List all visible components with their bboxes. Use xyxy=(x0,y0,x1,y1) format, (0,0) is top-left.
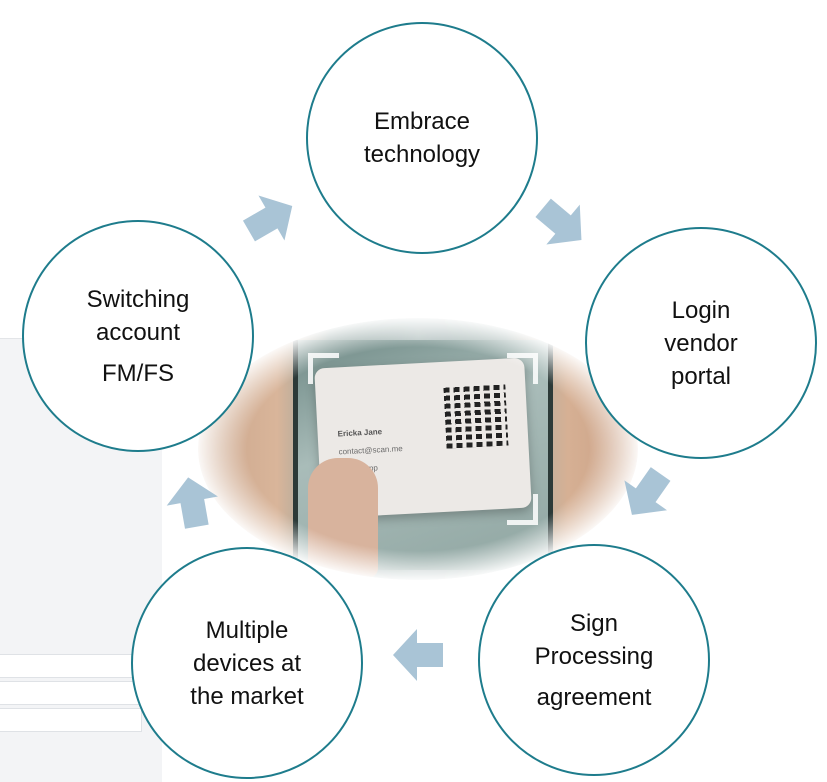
node-embrace-technology: Embrace technology xyxy=(306,22,538,254)
node-label: agreement xyxy=(536,683,652,711)
background-field xyxy=(0,681,142,705)
scan-frame-corner xyxy=(308,353,339,384)
qr-scan-photo: Ericka Jane contact@scan.me @scanapp xyxy=(198,318,638,580)
arrow-embrace-to-login xyxy=(535,198,582,245)
node-sign-processing-agreement: Sign Processing agreement xyxy=(478,544,710,776)
node-login-vendor-portal: Login vendor portal xyxy=(585,227,817,459)
arrow-multiple-to-switching xyxy=(166,477,218,529)
node-label: Embrace xyxy=(373,108,471,135)
node-label: FM/FS xyxy=(102,359,174,387)
node-label: Switching xyxy=(86,285,190,313)
scan-frame-corner xyxy=(507,353,538,384)
node-label: technology xyxy=(363,141,481,168)
node-multiple-devices: Multiple devices at the market xyxy=(131,547,363,779)
background-field xyxy=(0,708,142,732)
node-label: vendor xyxy=(664,329,738,357)
background-field xyxy=(0,654,142,678)
node-switching-account: Switching account FM/FS xyxy=(22,220,254,452)
arrow-login-to-sign xyxy=(624,467,671,515)
node-label: Sign xyxy=(569,609,619,637)
arrow-sign-to-multiple xyxy=(393,629,443,681)
node-label: Processing xyxy=(534,642,654,670)
node-label: Multiple xyxy=(205,616,289,644)
arrow-switching-to-embrace xyxy=(242,195,293,242)
thumb xyxy=(308,458,378,578)
node-label: devices at xyxy=(192,649,302,677)
scan-frame-corner xyxy=(507,494,538,525)
node-label: the market xyxy=(190,682,304,710)
node-label: Login xyxy=(671,296,731,324)
node-label: portal xyxy=(670,362,732,390)
node-label: account xyxy=(95,318,181,346)
